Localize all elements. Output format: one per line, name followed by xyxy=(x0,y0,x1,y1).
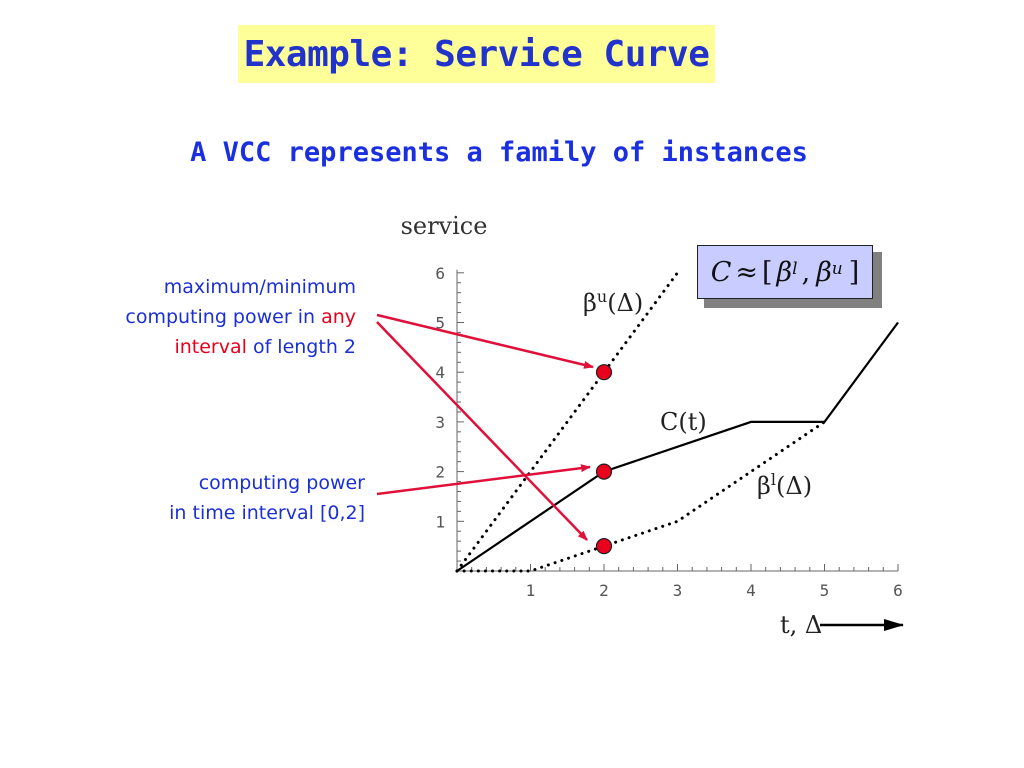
annotation-highlight: any xyxy=(321,306,356,328)
chart-series-group xyxy=(455,271,899,573)
annotation-text: computing power in xyxy=(125,306,322,328)
annotation-line: computing power in any xyxy=(125,302,356,332)
slide-title: Example: Service Curve xyxy=(243,33,710,75)
chart-label-group: service t, Δ βu(Δ) C(t) βl(Δ) xyxy=(401,212,904,639)
formula-comma: , xyxy=(801,256,811,288)
series-line xyxy=(456,321,899,572)
formula-beta-upper: β xyxy=(816,256,832,288)
y-tick-label: 2 xyxy=(435,463,445,482)
x-tick-label: 5 xyxy=(820,581,830,600)
annotation-arrow xyxy=(376,313,594,369)
y-tick-label: 5 xyxy=(435,314,445,333)
formula-open-bracket: [ xyxy=(762,256,773,288)
series-label: βu(Δ) xyxy=(583,287,643,317)
series-line xyxy=(455,420,826,573)
series-label: βl(Δ) xyxy=(757,470,812,500)
y-tick-label: 4 xyxy=(435,363,445,382)
chart-marker-group xyxy=(595,364,613,555)
annotation-line: in time interval [0,2] xyxy=(169,502,365,524)
y-tick-label: 6 xyxy=(435,264,445,283)
formula-c: C xyxy=(710,256,732,288)
annotation-text: of length 2 xyxy=(246,336,356,358)
annotation-arrow xyxy=(376,321,588,541)
x-tick-label: 6 xyxy=(893,581,903,600)
annotation-arrows xyxy=(376,313,594,541)
title-banner: Example: Service Curve xyxy=(238,25,715,83)
data-point-marker xyxy=(595,364,613,381)
annotation-line: computing power xyxy=(198,472,365,494)
annotation-line: maximum/minimum xyxy=(163,276,356,298)
x-tick-label: 4 xyxy=(746,581,756,600)
data-point-marker xyxy=(595,538,613,555)
y-tick-label: 3 xyxy=(435,413,445,432)
annotation-max-min: maximum/minimum computing power in any i… xyxy=(125,272,356,362)
series-label: C(t) xyxy=(660,408,707,436)
series-line xyxy=(455,271,679,573)
chart-axes: 1 2 3 4 5 6 1 2 3 4 5 6 xyxy=(435,264,902,600)
formula-close-bracket: ] xyxy=(848,256,860,288)
annotation-arrow xyxy=(376,464,591,496)
x-axis-label: t, Δ xyxy=(780,611,822,639)
formula-beta-lower: β xyxy=(776,256,793,288)
formula-sup-u: u xyxy=(831,259,843,279)
x-tick-label: 3 xyxy=(673,581,683,600)
y-tick-label: 1 xyxy=(435,512,445,531)
slide-subtitle: A VCC represents a family of instances xyxy=(190,137,808,168)
y-axis-label: service xyxy=(401,212,488,240)
x-tick-label: 2 xyxy=(599,581,609,600)
annotation-highlight: interval xyxy=(174,336,247,358)
annotation-line: interval of length 2 xyxy=(125,332,356,362)
x-tick-label: 1 xyxy=(526,581,536,600)
data-point-marker xyxy=(595,463,613,480)
formula-approx: ≈ xyxy=(735,256,758,288)
formula-sup-l: l xyxy=(792,259,798,279)
annotation-interval: computing power in time interval [0,2] xyxy=(169,468,365,528)
